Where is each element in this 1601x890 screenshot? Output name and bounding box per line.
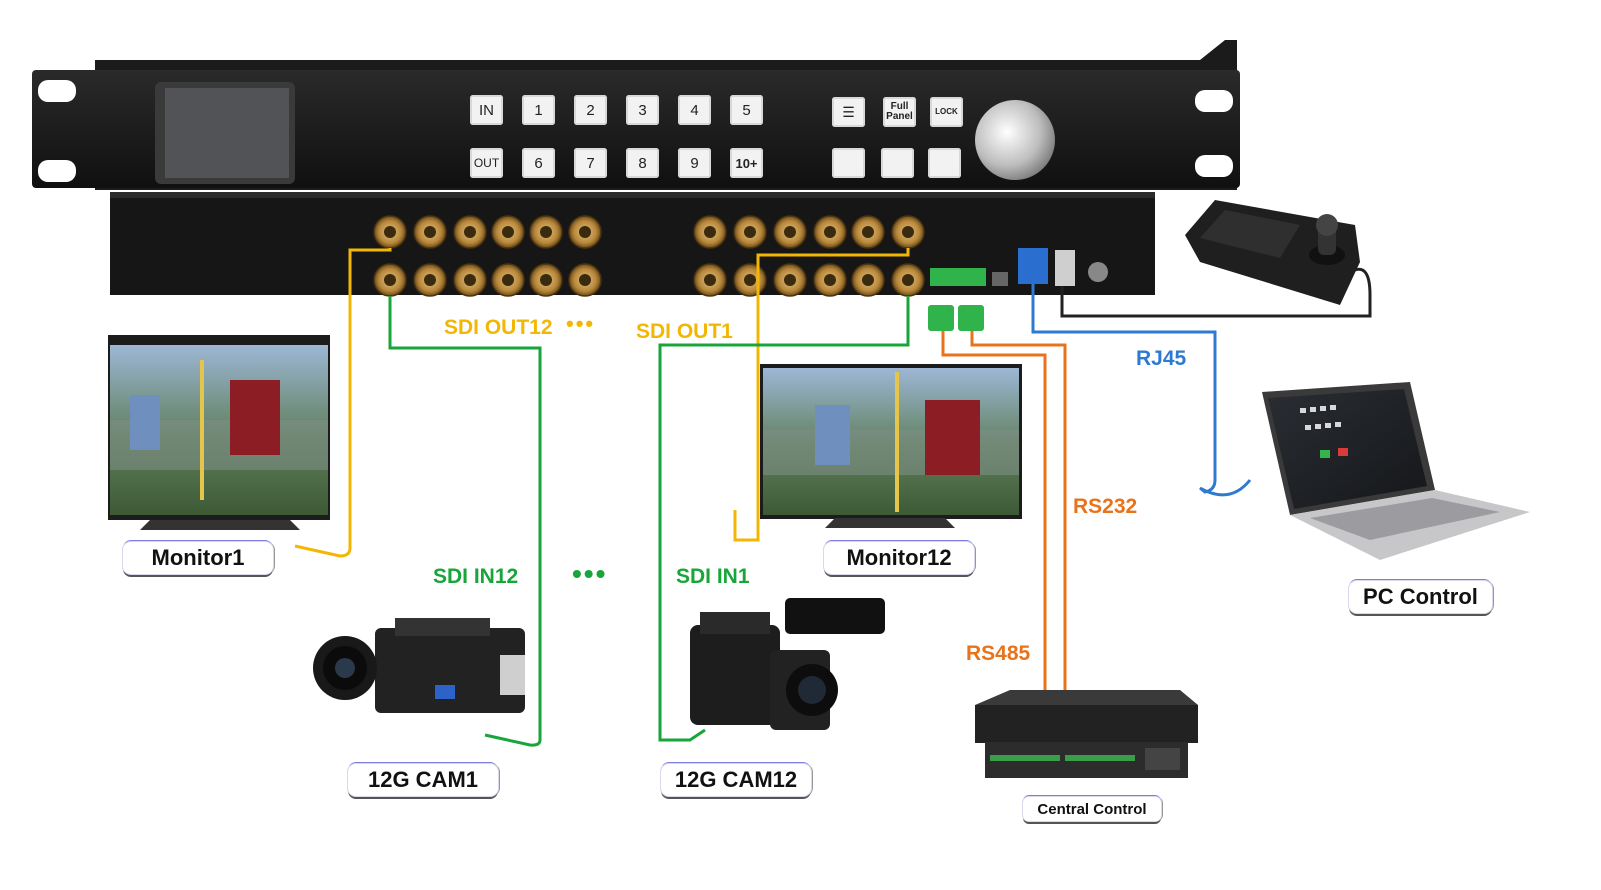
terminal-block	[930, 268, 986, 286]
ptz-controller	[1185, 200, 1360, 305]
blank-key-2[interactable]	[881, 148, 914, 178]
key-5[interactable]: 5	[730, 95, 763, 125]
monitor1-label: Monitor1	[122, 541, 274, 575]
key-6[interactable]: 6	[522, 148, 555, 178]
key-lock[interactable]: LOCK	[930, 97, 963, 127]
switcher-io-unit	[110, 192, 1155, 297]
pc-laptop-image	[1262, 382, 1530, 560]
key-7[interactable]: 7	[574, 148, 607, 178]
menu-key[interactable]: ☰	[832, 97, 865, 127]
key-8[interactable]: 8	[626, 148, 659, 178]
cam1-label: 12G CAM1	[347, 763, 499, 797]
rj45-port	[1018, 248, 1048, 284]
usb-a-port	[1055, 250, 1075, 286]
sdi-out-dots: •••	[566, 311, 596, 336]
sdi-in12-label: SDI IN12	[433, 565, 519, 588]
rj45-cable	[1031, 284, 1252, 497]
lcd-screen	[165, 88, 289, 178]
key-full-panel[interactable]: Full Panel	[883, 97, 916, 127]
key-3[interactable]: 3	[626, 95, 659, 125]
monitor12-label: Monitor12	[823, 541, 975, 575]
central-control-label: Central Control	[1022, 796, 1162, 822]
sdi-out12-label: SDI OUT12	[444, 316, 553, 339]
usb-port	[992, 272, 1008, 286]
sdi-out-cables	[294, 248, 910, 558]
monitor1-image	[108, 335, 330, 530]
cam1-image	[313, 618, 525, 713]
power-jack	[1088, 262, 1108, 282]
key-1[interactable]: 1	[522, 95, 555, 125]
serial-cables	[941, 331, 1067, 690]
rs232-connector	[958, 305, 984, 331]
key-out[interactable]: OUT	[470, 148, 503, 178]
rs485-label: RS485	[966, 642, 1031, 665]
blank-key-3[interactable]	[928, 148, 961, 178]
key-9[interactable]: 9	[678, 148, 711, 178]
usb-cable	[1060, 267, 1372, 318]
monitor12-image	[760, 364, 1022, 528]
key-4[interactable]: 4	[678, 95, 711, 125]
rj45-label: RJ45	[1136, 347, 1187, 370]
cam12-label: 12G CAM12	[660, 763, 812, 797]
cam12-image	[690, 598, 885, 730]
rotary-knob	[975, 100, 1055, 180]
key-10-plus[interactable]: 10+	[730, 148, 763, 178]
bnc-connectors	[373, 215, 925, 297]
sdi-out1-label: SDI OUT1	[636, 320, 733, 343]
sdi-in-cables	[388, 296, 910, 747]
key-in[interactable]: IN	[470, 95, 503, 125]
central-control-image	[975, 690, 1198, 778]
sdi-in-dots: •••	[572, 558, 608, 589]
rs232-label: RS232	[1073, 495, 1138, 518]
sdi-in1-label: SDI IN1	[676, 565, 750, 588]
pc-control-label: PC Control	[1348, 580, 1493, 614]
key-2[interactable]: 2	[574, 95, 607, 125]
menu-list-icon: ☰	[842, 103, 855, 120]
rs485-connector	[928, 305, 954, 331]
blank-key-1[interactable]	[832, 148, 865, 178]
